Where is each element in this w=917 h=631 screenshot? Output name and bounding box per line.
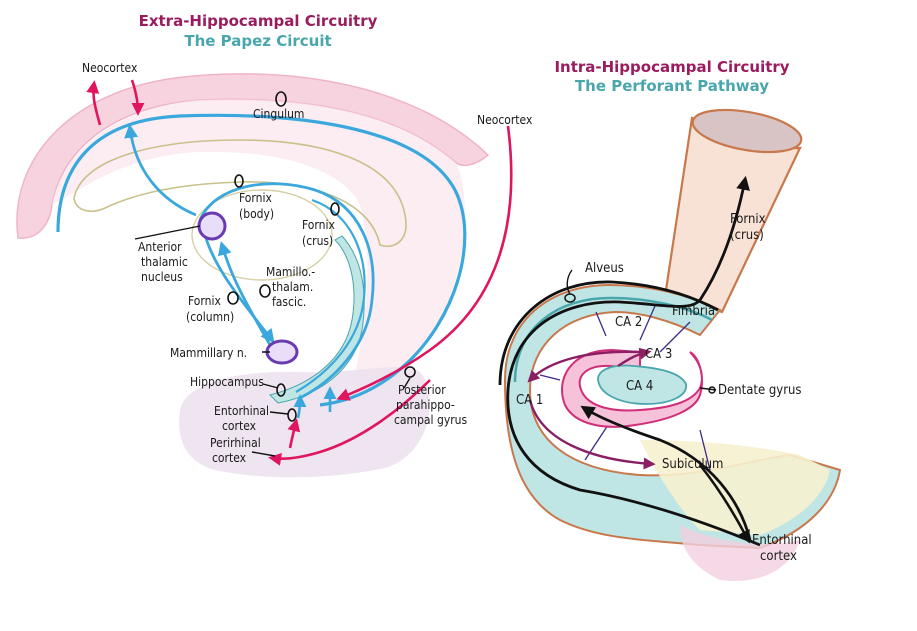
hippocampus-section bbox=[276, 383, 286, 397]
entorhinal-to-hippocampus-arrow bbox=[293, 394, 307, 419]
right-subtitle: The Perforant Pathway bbox=[575, 77, 769, 95]
label-alveus: Alveus bbox=[585, 261, 624, 276]
dentate-to-ca3-arrow bbox=[617, 347, 652, 367]
label-parahippocampal-2: parahippo- bbox=[396, 398, 455, 412]
dentate-marker bbox=[708, 386, 716, 394]
left-subtitle: The Papez Circuit bbox=[184, 32, 331, 50]
subiculum-to-entorhinal-arrow bbox=[698, 464, 750, 544]
fornix-tube-opening bbox=[691, 108, 803, 154]
label-entorhinal-2: cortex bbox=[760, 549, 797, 564]
label-subiculum: Subiculum bbox=[662, 457, 723, 472]
subiculum-region bbox=[640, 440, 830, 535]
label-hippocampus: Hippocampus bbox=[190, 375, 264, 389]
right-title: Intra-Hippocampal Circuitry bbox=[554, 58, 789, 76]
label-mammillary-nucleus: Mammillary n. bbox=[170, 346, 247, 360]
thalamus-outline bbox=[191, 189, 333, 281]
fornix-column-arrow bbox=[203, 234, 275, 344]
label-ca1: CA 1 bbox=[516, 393, 543, 408]
label-ca3: CA 3 bbox=[645, 347, 672, 362]
ca1-to-subiculum-arrow bbox=[528, 399, 656, 470]
label-parahippocampal-1: Posterior bbox=[398, 383, 446, 397]
dentate-gyrus bbox=[561, 348, 703, 428]
label-entorhinal-1: Entorhinal bbox=[214, 404, 269, 418]
perforant-output-path bbox=[506, 175, 761, 547]
label-fornix-crus-1: Fornix bbox=[730, 212, 766, 227]
label-fornix-column-2: (column) bbox=[186, 310, 234, 324]
label-mamillothalamic-3: fascic. bbox=[272, 295, 306, 309]
cingulum-section bbox=[275, 91, 287, 107]
fornix-pathway bbox=[198, 182, 375, 400]
cortex-region bbox=[52, 99, 465, 400]
papez-circuit: Neocortex Cingulum Neocortex Fornix (bod… bbox=[16, 61, 533, 478]
alveus-line bbox=[498, 280, 719, 386]
label-entorhinal-1: Entorhinal bbox=[752, 533, 812, 548]
parahippocampal-section bbox=[404, 366, 416, 378]
entorhinal-input-arrow bbox=[287, 418, 301, 449]
mammillary-nucleus-marker bbox=[265, 339, 299, 365]
label-neocortex-left: Neocortex bbox=[82, 61, 138, 75]
entorhinal-section bbox=[287, 408, 297, 422]
label-anterior-thalamic-3: nucleus bbox=[141, 270, 183, 284]
neocortex-input-path bbox=[336, 125, 513, 401]
label-ca2: CA 2 bbox=[615, 315, 642, 330]
ca-field-boundaries bbox=[539, 305, 711, 471]
perforant-input-path bbox=[580, 405, 752, 541]
ca3-to-ca1-arrow bbox=[527, 350, 641, 383]
label-entorhinal-2: cortex bbox=[222, 419, 257, 433]
dentate-leader bbox=[699, 387, 717, 391]
corpus-callosum-outline bbox=[73, 139, 407, 247]
mamillothalamic-arrow bbox=[217, 240, 272, 346]
anterior-thalamic-nucleus-marker bbox=[197, 211, 227, 241]
label-cingulum: Cingulum bbox=[253, 107, 304, 121]
label-neocortex-right: Neocortex bbox=[477, 113, 533, 127]
neocortex-to-cingulum-arrow bbox=[130, 79, 145, 116]
label-fimbria: Fimbria bbox=[672, 304, 715, 319]
mamillothalamic-section bbox=[259, 284, 271, 298]
fornix-column-section bbox=[227, 291, 239, 305]
leader-lines bbox=[134, 225, 411, 457]
label-fornix-body-1: Fornix bbox=[239, 191, 272, 205]
parahippocampal-region bbox=[179, 367, 430, 478]
label-perirhinal-2: cortex bbox=[212, 451, 247, 465]
thalamus-to-cingulum-arrow bbox=[124, 123, 197, 217]
label-mamillothalamic-2: thalam. bbox=[272, 280, 313, 294]
label-anterior-thalamic-2: thalamic bbox=[141, 255, 188, 269]
label-fornix-body-2: (body) bbox=[239, 207, 274, 221]
entorhinal-region bbox=[680, 525, 800, 581]
label-ca4: CA 4 bbox=[626, 379, 653, 394]
label-perirhinal-1: Perirhinal bbox=[210, 436, 261, 450]
left-title: Extra-Hippocampal Circuitry bbox=[139, 12, 378, 30]
fornix-body-section bbox=[234, 174, 244, 188]
hippocampal-body bbox=[269, 235, 365, 404]
label-mamillothalamic-1: Mamillo.- bbox=[266, 265, 315, 279]
fornix-pathway-2 bbox=[295, 198, 366, 393]
label-parahippocampal-3: campal gyrus bbox=[394, 413, 467, 427]
perirhinal-input-path bbox=[268, 379, 431, 466]
label-fornix-crus-2: (crus) bbox=[730, 228, 764, 243]
alveus-leader bbox=[566, 269, 573, 295]
fornix-crus-section bbox=[330, 202, 340, 216]
label-fornix-column-1: Fornix bbox=[188, 294, 221, 308]
cingulate-gyrus bbox=[16, 73, 490, 239]
label-dentate-gyrus: Dentate gyrus bbox=[718, 383, 802, 398]
label-fornix-crus-1: Fornix bbox=[302, 218, 335, 232]
label-fornix-crus-2: (crus) bbox=[302, 234, 333, 248]
perforant-pathway: Alveus Fornix (crus) Fimbria CA 2 CA 3 C… bbox=[498, 108, 842, 581]
cingulum-to-neocortex-arrow bbox=[86, 80, 102, 126]
label-anterior-thalamic-1: Anterior bbox=[138, 240, 182, 254]
